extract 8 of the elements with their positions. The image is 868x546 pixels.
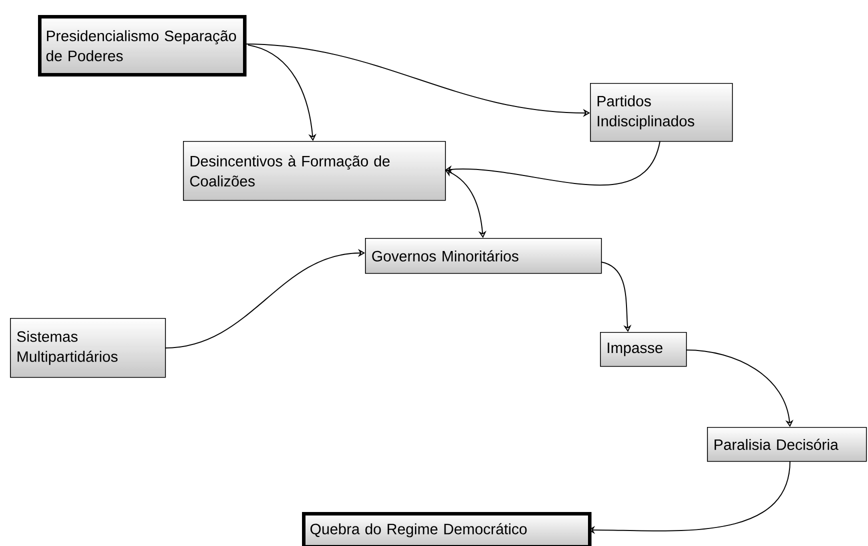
concept-box: Desincentivos à Formação de Coalizões (183, 140, 446, 201)
concept-box: Presidencialismo Separação de Poderes (38, 14, 246, 76)
concept-box: Partidos Indisciplinados (590, 83, 733, 142)
concept-box: Quebra do Regime Democrático (302, 512, 592, 546)
concept-box: Governos Minoritários (365, 238, 602, 274)
concept-box: Sistemas Multipartidários (10, 318, 166, 378)
concept-box: Impasse (600, 332, 687, 367)
concept-box: Paralisia Decisória (707, 426, 867, 462)
